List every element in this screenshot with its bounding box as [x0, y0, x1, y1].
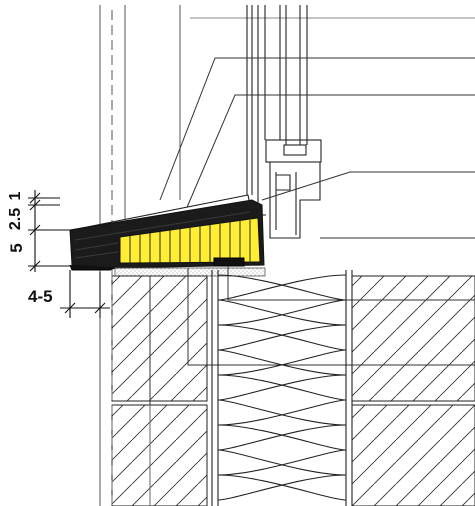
dim-sill-slope: 2.5 — [7, 208, 24, 230]
dim-sill-top: 1 — [7, 191, 24, 200]
dim-sill-thickness: 5 — [7, 243, 26, 252]
facade-dash-lines — [111, 270, 151, 506]
masonry-right — [351, 275, 475, 506]
dimension-lines — [28, 190, 110, 318]
masonry-left — [111, 275, 208, 506]
core-insulation — [211, 270, 353, 506]
window-sill — [69, 194, 266, 277]
dim-overhang: 4-5 — [28, 287, 53, 306]
window-frame — [246, 5, 322, 239]
